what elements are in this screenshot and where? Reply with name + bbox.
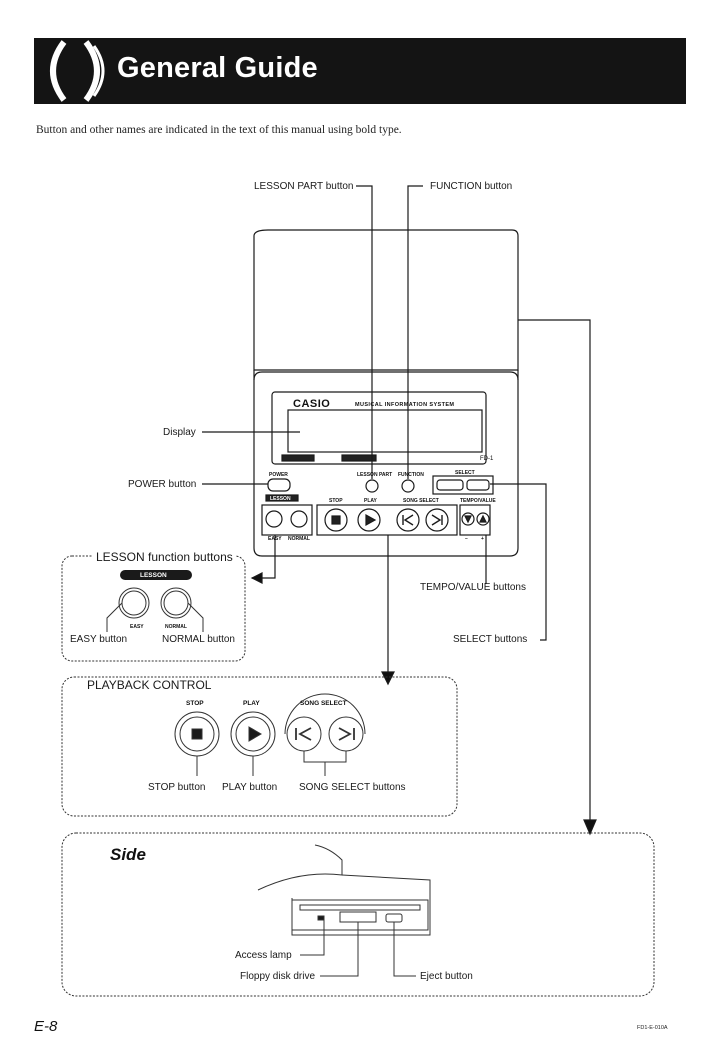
pb-song-select-small: SONG SELECT [300,700,347,707]
song-select-callout: SONG SELECT buttons [299,782,406,793]
lesson-panel-badge: LESSON [140,572,167,579]
device-easy-label: EASY [268,536,282,542]
playback-panel-title: PLAYBACK CONTROL [84,678,215,692]
device-lesson-part-label: LESSON PART [357,472,393,478]
lesson-part-callout: LESSON PART button [254,181,354,192]
song-next-button-shape [425,508,449,532]
device-select-label: SELECT [455,470,475,476]
stop-button-shape [324,508,348,532]
lesson-normal-small: NORMAL [165,624,187,630]
device-power-label: POWER [269,472,288,478]
device-stop-label: STOP [329,498,343,504]
device-brand: CASIO [293,398,331,410]
function-callout: FUNCTION button [430,181,513,192]
pb-play-button-shape [235,716,271,752]
device-lesson-badge: LESSON [270,496,291,502]
tempo-value-callout: TEMPO/VALUE buttons [420,582,526,593]
access-lamp-shape [317,915,325,921]
display-screen [287,409,483,453]
side-panel-box [61,832,655,997]
lesson-panel-title: LESSON function buttons [93,550,236,564]
song-prev-button-shape [396,508,420,532]
floppy-slot [339,911,377,923]
pb-prev-button-shape [286,716,322,752]
pb-play-small: PLAY [243,700,260,707]
intro-text: Button and other names are indicated in … [36,124,402,136]
playback-panel-box [61,676,458,817]
access-lamp-callout: Access lamp [235,950,292,961]
select-left-button-shape [436,479,464,491]
normal-button-callout: NORMAL button [162,634,235,645]
device-minus-label: − [465,536,468,542]
pb-stop-small: STOP [186,700,204,707]
floppy-panel [291,899,429,931]
page-number: E-8 [34,1018,58,1035]
select-right-button-shape [466,479,490,491]
header-bracket-icon [34,38,124,104]
device-tempo-label: TEMPO/VALUE [460,498,496,504]
pb-stop-button-shape [179,716,215,752]
eject-button-shape [385,913,403,923]
device-system-name: MUSICAL INFORMATION SYSTEM [355,402,455,408]
device-function-label: FUNCTION [398,472,424,478]
device-top-body [253,229,519,371]
display-frame [271,391,487,465]
device-song-select-label: SONG SELECT [403,498,439,504]
side-panel-title: Side [110,845,146,864]
function-button-shape [401,479,415,493]
play-button-callout: PLAY button [222,782,278,793]
eject-button-callout: Eject button [420,971,473,982]
display-callout: Display [163,427,196,438]
easy-button-shape [265,510,283,528]
floppy-drive-callout: Floppy disk drive [240,971,316,982]
lesson-easy-button-shape [121,590,147,616]
tempo-down-button-shape [461,512,475,526]
tempo-up-button-shape [476,512,490,526]
lesson-part-button-shape [365,479,379,493]
device-front-body [253,371,519,557]
normal-button-shape [290,510,308,528]
easy-button-callout: EASY button [70,634,128,645]
document-code: FD1-E-010A [637,1025,668,1031]
device-model: FD-1 [480,456,494,462]
lesson-easy-small: EASY [130,624,144,630]
power-callout: POWER button [128,479,197,490]
lesson-normal-button-shape [163,590,189,616]
page-title: General Guide [117,52,318,84]
select-callout: SELECT buttons [453,634,528,645]
device-play-label: PLAY [364,498,377,504]
play-button-shape [357,508,381,532]
device-plus-label: + [481,536,484,542]
power-button-shape [267,478,291,492]
header-bar [34,38,686,104]
device-normal-label: NORMAL [288,536,310,542]
stop-button-callout: STOP button [148,782,206,793]
